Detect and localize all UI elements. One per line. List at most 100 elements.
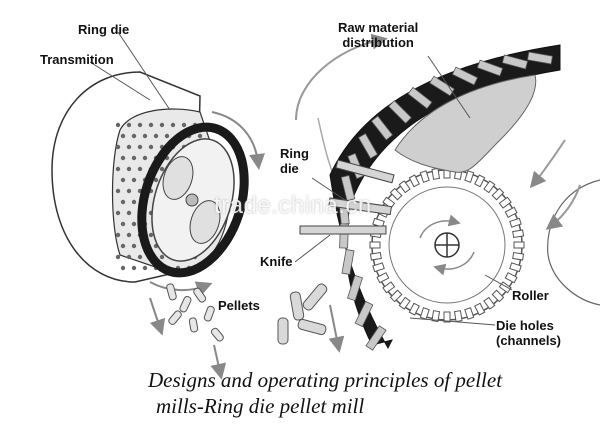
die-hole	[142, 265, 148, 271]
ring-die-assembly	[51, 31, 265, 297]
gear-tooth	[491, 187, 505, 201]
label-die-holes: Die holes (channels)	[496, 318, 561, 348]
fall-arrow-left-2	[210, 344, 227, 380]
die-hole	[159, 254, 165, 260]
die-channel	[341, 249, 355, 275]
gear-tooth	[369, 241, 381, 249]
label-pellets: Pellets	[218, 298, 260, 313]
raw-material-wedge	[394, 74, 537, 173]
die-hole	[137, 144, 143, 150]
die-channel	[346, 274, 364, 302]
knife-rods	[299, 159, 395, 235]
die-channel	[357, 133, 379, 159]
gear-tooth	[389, 289, 403, 303]
second-roller-gear	[547, 179, 600, 306]
gear-tooth	[372, 262, 385, 273]
gear-tooth	[369, 251, 382, 261]
die-rotation-arc	[295, 33, 388, 121]
gear-tooth	[504, 272, 518, 284]
die-channel	[388, 100, 412, 124]
die-hole	[126, 254, 132, 260]
label-transmition: Transmition	[40, 52, 114, 67]
die-hole	[142, 133, 148, 139]
gear-tooth	[431, 310, 441, 323]
label-ring-die-mid-line1: Ring	[280, 146, 309, 161]
die-channel	[501, 54, 529, 70]
label-ring-die-mid-line2: die	[280, 161, 299, 176]
fall-arrow-mid	[328, 304, 345, 353]
die-hole	[120, 133, 126, 139]
label-ring-die-mid: Ring die	[280, 146, 309, 176]
label-knife: Knife	[260, 254, 293, 269]
inner-rollers	[162, 156, 221, 244]
die-hole	[126, 188, 132, 194]
die-hole	[164, 133, 170, 139]
label-raw-material: Raw material distribution	[338, 20, 418, 50]
roller-gear	[369, 167, 525, 323]
die-hole	[115, 144, 121, 150]
gear-tooth	[464, 307, 475, 320]
die-hole	[120, 155, 126, 161]
die-channel	[451, 66, 479, 86]
die-hole	[131, 177, 137, 183]
die-channel	[370, 115, 394, 141]
gear-tooth	[474, 174, 486, 188]
gear-tooth	[382, 281, 396, 294]
die-hole	[120, 243, 126, 249]
die-hole	[137, 254, 143, 260]
die-hole	[159, 122, 165, 128]
die-hole	[115, 166, 121, 172]
label-die-holes-line1: Die holes	[496, 318, 554, 333]
die-hole	[170, 122, 176, 128]
watermark: trade.china.cn	[214, 192, 372, 219]
die-hole	[126, 166, 132, 172]
gear-tooth	[408, 302, 420, 316]
die-hole	[181, 122, 187, 128]
die-channels	[338, 51, 553, 351]
ring-die-front-ring	[137, 122, 249, 278]
die-hole	[120, 221, 126, 227]
die-hole	[153, 177, 159, 183]
die-hole	[159, 166, 165, 172]
gear-tooth	[382, 196, 396, 209]
label-raw-material-line2: distribution	[342, 35, 414, 50]
pellets-middle	[277, 283, 328, 345]
gear-tooth	[398, 296, 411, 310]
gear-tooth	[483, 296, 496, 310]
die-channel	[476, 59, 504, 77]
die-hole	[131, 199, 137, 205]
die-section	[294, 33, 600, 351]
die-hole	[120, 177, 126, 183]
gear-tooth	[431, 167, 441, 180]
die-hole	[115, 232, 121, 238]
gear-tooth	[419, 170, 430, 183]
die-hole	[115, 188, 121, 194]
die-hole	[115, 254, 121, 260]
die-hole	[115, 210, 121, 216]
label-raw-material-line1: Raw material	[338, 20, 419, 35]
gear-tooth	[509, 217, 522, 228]
gear-tooth	[512, 251, 525, 261]
rotation-arrow-top	[211, 111, 265, 170]
pellets-left	[166, 283, 224, 342]
gear-tooth	[509, 262, 522, 273]
die-hole	[131, 133, 137, 139]
label-die-holes-line2: (channels)	[496, 333, 562, 348]
gear-tooth	[443, 311, 451, 323]
die-hole	[126, 232, 132, 238]
arrow-right-top	[529, 139, 566, 189]
die-hole	[148, 232, 154, 238]
die-hole	[148, 144, 154, 150]
die-hole	[131, 155, 137, 161]
die-hole	[148, 122, 154, 128]
die-hole	[126, 122, 132, 128]
die-hole	[126, 210, 132, 216]
die-channel	[354, 300, 374, 328]
gear-tooth	[504, 206, 518, 218]
gear-tooth	[419, 307, 430, 320]
fall-arrow-left-1	[149, 297, 166, 336]
gear-tooth	[389, 187, 403, 201]
die-channel	[407, 86, 433, 110]
die-channel	[365, 325, 387, 351]
